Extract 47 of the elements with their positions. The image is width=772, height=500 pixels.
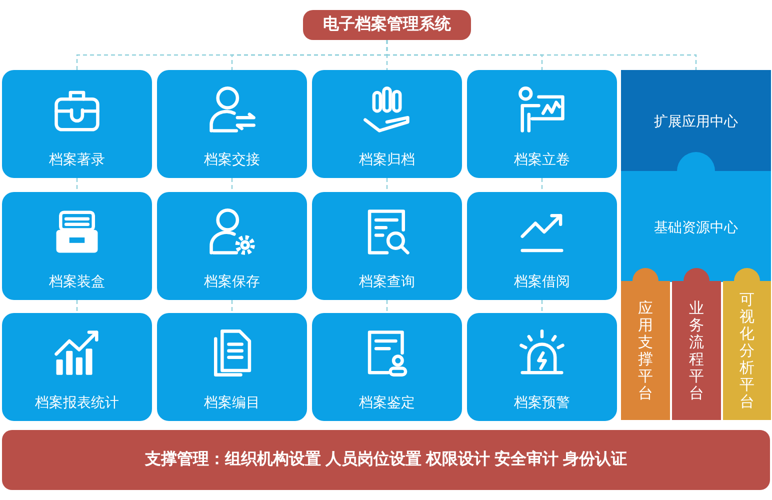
module-tile: [2, 70, 152, 178]
dashed-connector: [76, 178, 78, 192]
panel-label: 业务流程平台: [689, 300, 704, 402]
dashed-connector: [541, 300, 543, 313]
panel-label: 应用支撑平台: [638, 300, 653, 402]
module-tile: [312, 313, 462, 421]
tile-label: 档案保存: [204, 272, 260, 290]
tile-label: 档案鉴定: [359, 393, 415, 411]
module-tile: [467, 70, 617, 178]
panel-label: 扩展应用中心: [654, 112, 738, 130]
tile-label: 档案交接: [204, 150, 260, 168]
dashed-connector: [76, 300, 78, 313]
module-tile: [2, 192, 152, 300]
puzzle-piece: [672, 268, 721, 420]
banner-text: 电子档案管理系统: [323, 15, 451, 35]
module-tile: [467, 192, 617, 300]
footer-banner: [2, 430, 770, 490]
module-tile: [312, 192, 462, 300]
tile-label: 档案借阅: [514, 272, 570, 290]
dashed-connector: [386, 178, 388, 192]
module-tile: [2, 313, 152, 421]
tile-label: 档案编目: [204, 393, 260, 411]
tile-label: 档案报表统计: [35, 393, 119, 411]
module-tile: [157, 313, 307, 421]
dashed-connector: [231, 178, 233, 192]
panel-label: 可视化分析平台: [740, 291, 754, 410]
module-tile: [467, 313, 617, 421]
tile-label: 档案预警: [514, 393, 570, 411]
dashed-connector: [231, 300, 233, 313]
title-banner: [303, 10, 471, 40]
tile-label: 档案立卷: [514, 150, 570, 168]
puzzle-piece: [621, 268, 670, 420]
puzzle-piece: [621, 70, 771, 171]
puzzle-piece: [621, 152, 771, 282]
module-tile: [157, 70, 307, 178]
module-tile: [157, 192, 307, 300]
module-tile: [312, 70, 462, 178]
dashed-connector: [386, 40, 697, 70]
banner-text: 支撑管理：组织机构设置 人员岗位设置 权限设计 安全审计 身份认证: [145, 450, 627, 470]
dashed-connector: [541, 178, 543, 192]
puzzle-piece: [723, 268, 771, 420]
tile-label: 档案查询: [359, 272, 415, 290]
dashed-connector: [386, 300, 388, 313]
tile-label: 档案归档: [359, 150, 415, 168]
tile-label: 档案装盒: [49, 272, 105, 290]
panel-label: 基础资源中心: [654, 218, 738, 236]
tile-label: 档案著录: [49, 150, 105, 168]
